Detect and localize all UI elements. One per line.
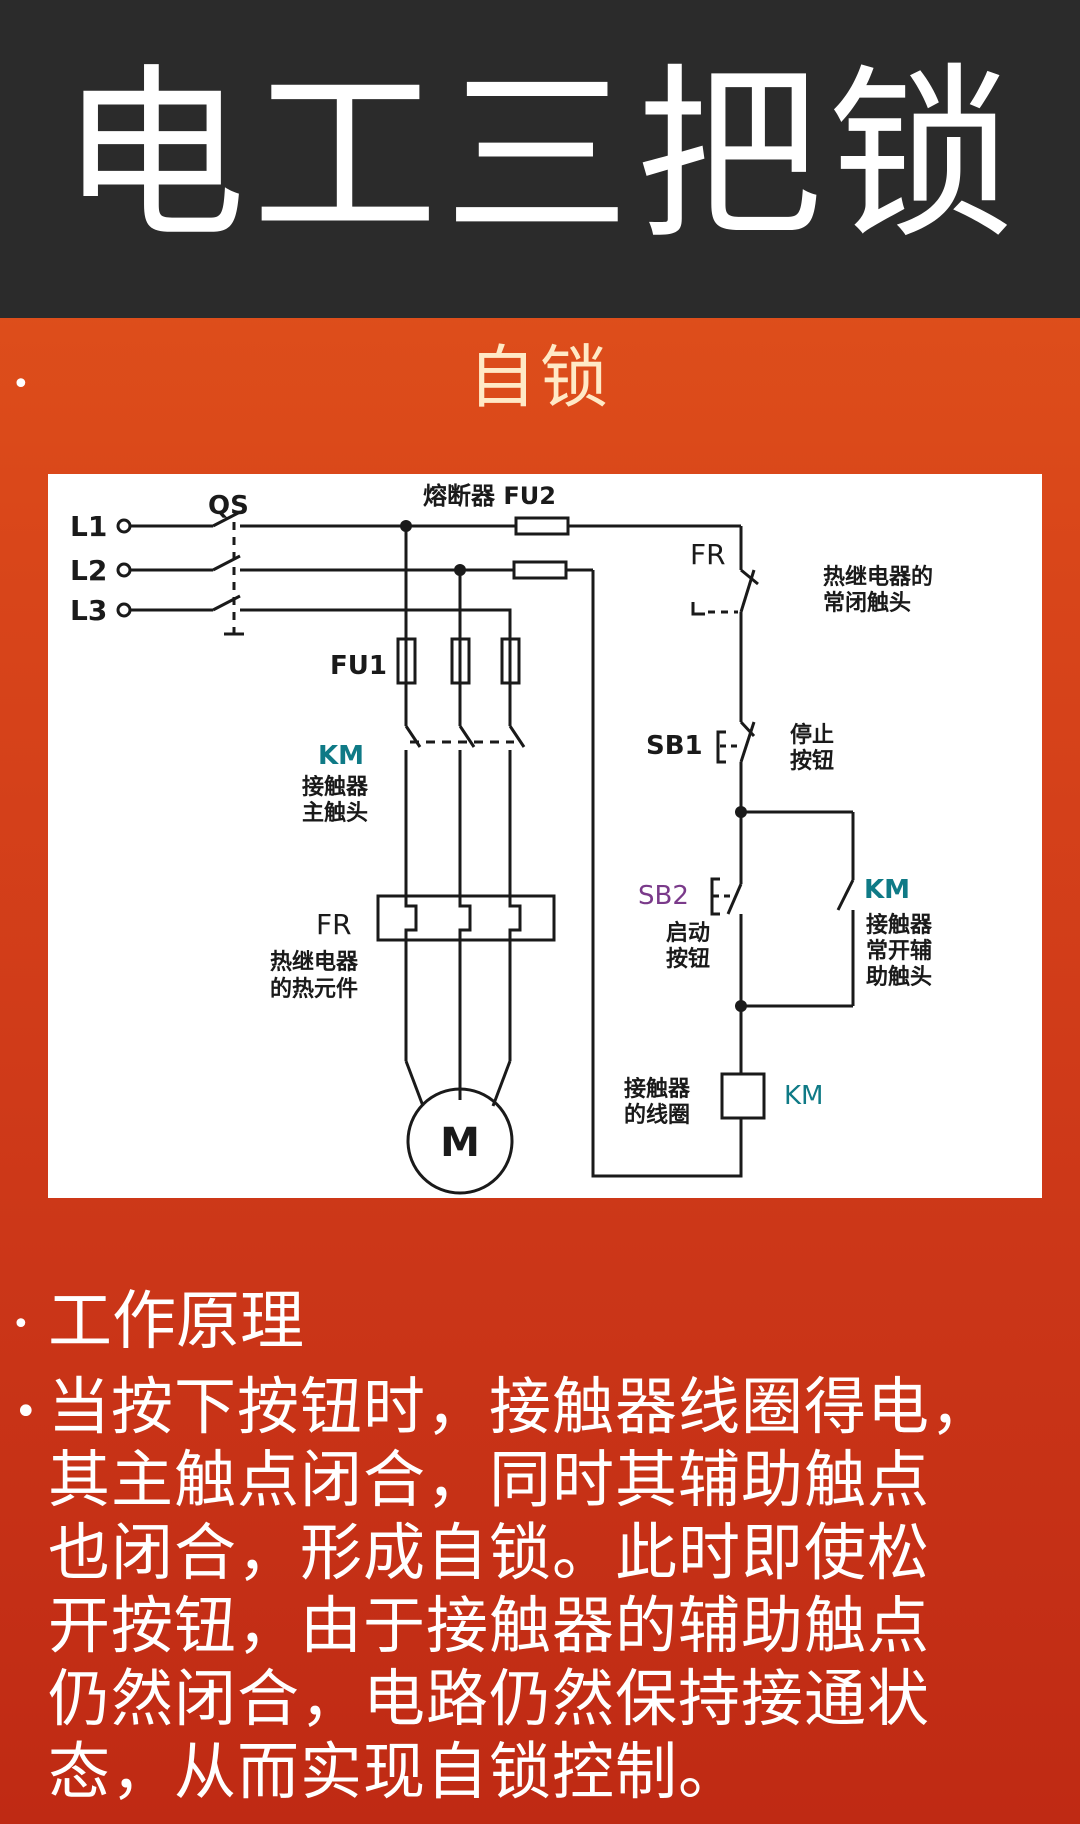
label-qs: QS (208, 491, 249, 521)
fr-contact-desc-2: 常闭触头 (823, 590, 911, 616)
circuit-wires (128, 510, 855, 1195)
fr-heater-desc-2: 的热元件 (270, 976, 358, 1002)
label-fr-contact: FR (690, 538, 726, 571)
label-km-main: KM (318, 741, 364, 771)
principle-line: 也闭合，形成自锁。此时即使松 (48, 1516, 931, 1589)
section-title: 自锁 (467, 339, 612, 418)
principle-line: 其主触点闭合，同时其辅助触点 (48, 1443, 931, 1516)
label-sb1: SB1 (646, 731, 703, 761)
label-fu2: 熔断器 FU2 (423, 482, 556, 510)
label-km-coil: KM (784, 1081, 823, 1111)
km-aux-desc-1: 接触器 (866, 912, 933, 938)
label-l3: L3 (70, 594, 107, 627)
principle-text: 当按下按钮时，接触器线圈得电， 其主触点闭合，同时其辅助触点 也闭合，形成自锁。… (48, 1370, 1038, 1808)
label-fr-heater: FR (316, 908, 352, 941)
circuit-svg: L1 L2 L3 QS 熔断器 FU2 FU1 KM 接触器 主触头 FR 热继… (70, 482, 933, 1195)
km-coil-desc-1: 接触器 (624, 1076, 691, 1102)
principle-line: 当按下按钮时，接触器线圈得电， (48, 1370, 994, 1443)
km-main-desc-2: 主触头 (302, 800, 368, 826)
sb1-desc-2: 按钮 (790, 748, 834, 774)
label-motor: M (440, 1120, 480, 1166)
sb2-desc-1: 启动 (666, 920, 710, 946)
page-title: 电工三把锁 (59, 47, 1020, 264)
label-km-aux: KM (864, 875, 910, 905)
circuit-diagram: L1 L2 L3 QS 熔断器 FU2 FU1 KM 接触器 主触头 FR 热继… (48, 474, 1042, 1198)
km-main-desc-1: 接触器 (302, 774, 369, 800)
sb1-desc-1: 停止 (790, 722, 834, 748)
header-bar (0, 0, 1080, 318)
km-aux-desc-2: 常开辅 (866, 938, 932, 964)
km-aux-desc-3: 助触头 (866, 964, 932, 990)
label-sb2: SB2 (638, 881, 689, 911)
label-fu1: FU1 (330, 651, 387, 681)
bullet-dot: • (14, 1389, 38, 1435)
fr-contact-desc-1: 热继电器的 (823, 564, 933, 590)
km-coil-desc-2: 的线圈 (624, 1102, 690, 1128)
junction-dots (400, 520, 747, 1012)
bullet-dot: • (12, 1307, 30, 1342)
fu2-fuses (512, 516, 570, 580)
label-l1: L1 (70, 510, 107, 543)
bullet-dot: • (12, 367, 30, 402)
sb2-desc-2: 按钮 (666, 946, 710, 972)
label-l2: L2 (70, 554, 107, 587)
principle-line: 开按钮，由于接触器的辅助触点 (48, 1589, 931, 1662)
principle-line: 态，从而实现自锁控制。 (48, 1735, 742, 1808)
fr-heater-desc-1: 热继电器 (270, 949, 359, 975)
principle-heading: 工作原理 (48, 1285, 304, 1359)
terminals (116, 518, 132, 618)
principle-line: 仍然闭合，电路仍然保持接通状 (48, 1662, 931, 1735)
